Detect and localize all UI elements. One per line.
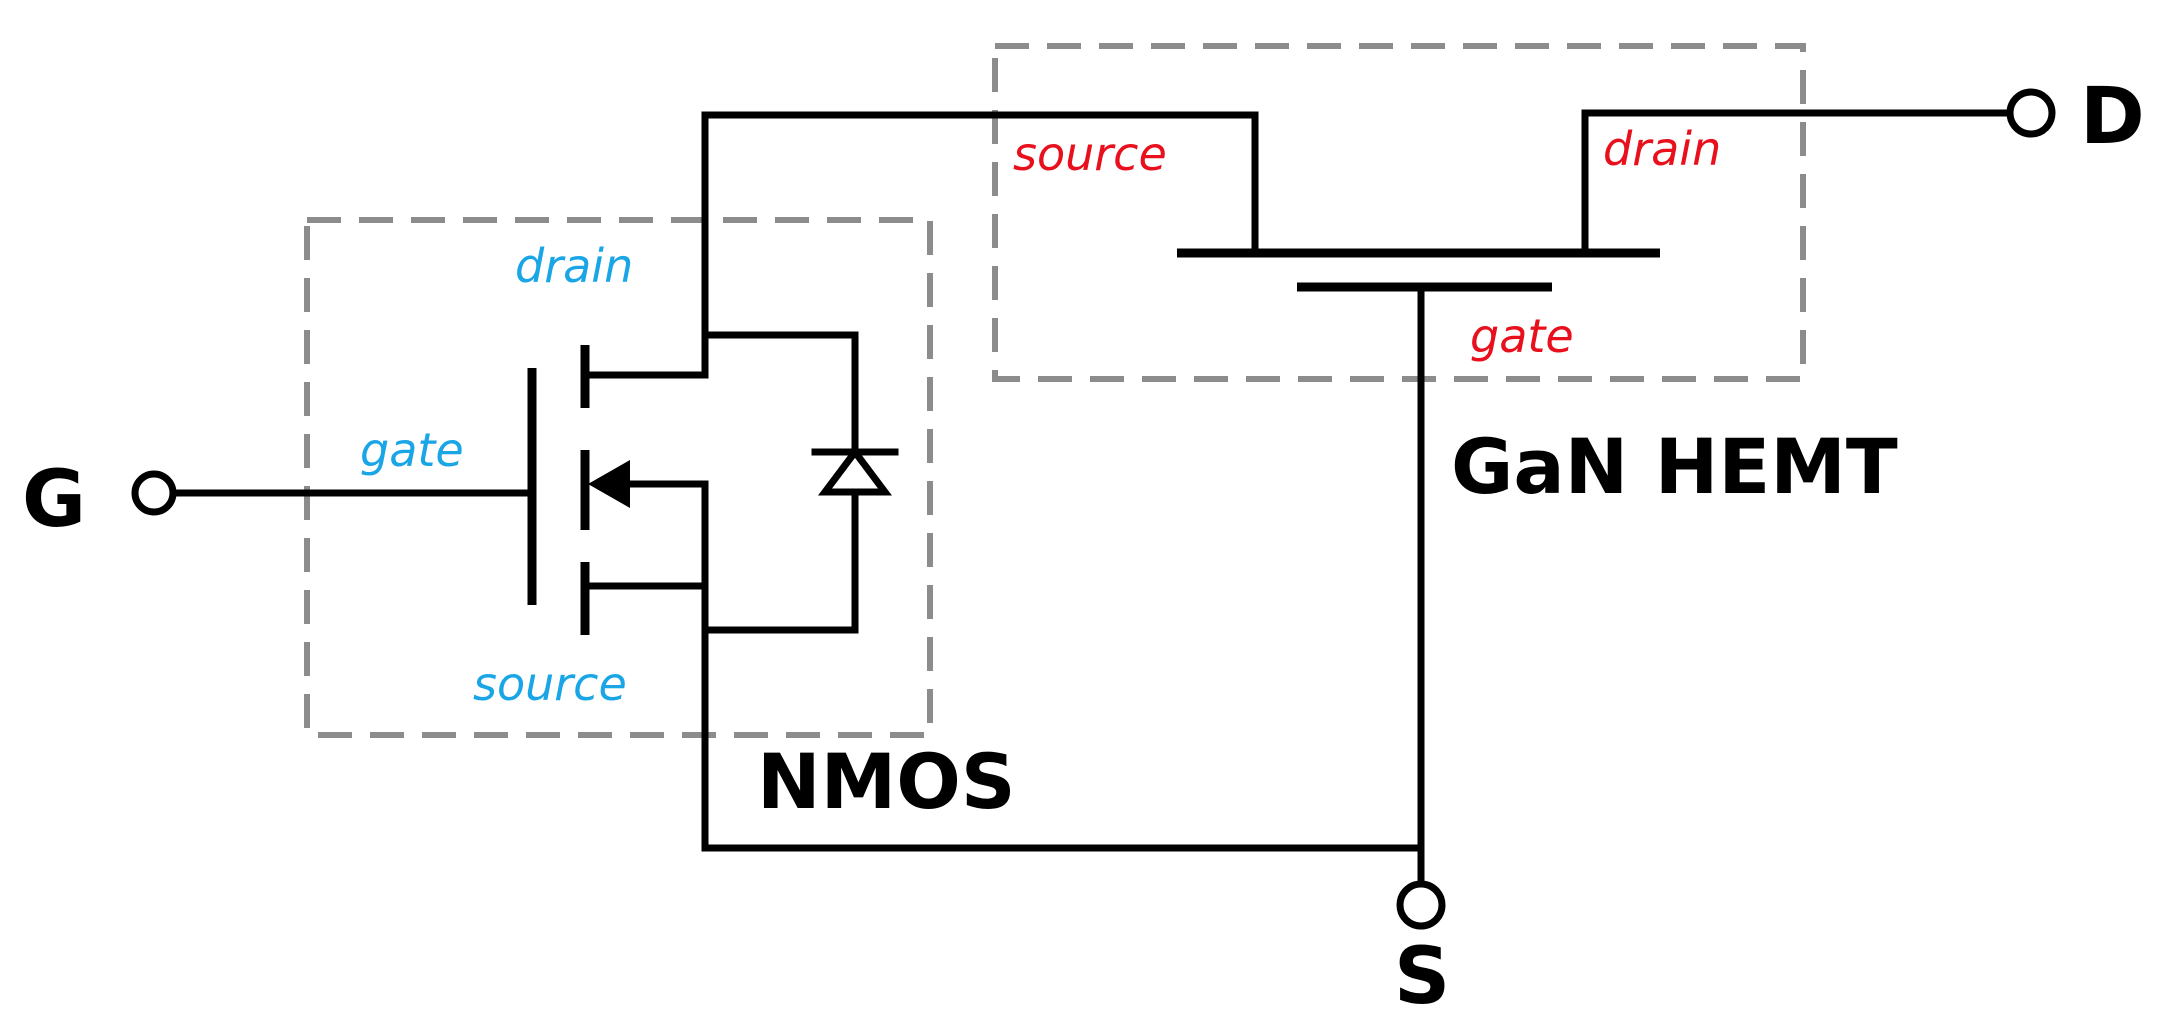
nmos-drain-pin-label: drain: [515, 239, 633, 293]
gate-terminal[interactable]: [131, 470, 177, 516]
gate-terminal-label: G: [22, 455, 86, 545]
nmos-device-label: NMOS: [757, 737, 1016, 826]
nmos-body-arrow-icon: [588, 460, 630, 508]
hemt-drain-wire: [1581, 109, 2011, 257]
source-terminal-label: S: [1394, 932, 1450, 1022]
nmos-drain-lead: [581, 111, 709, 379]
gan-hemt-transistor: [701, 109, 2011, 886]
nmos-source-lead: [581, 582, 709, 852]
gan-drain-pin-label: drain: [1603, 122, 1721, 176]
body-diode-bottom-wire: [701, 488, 859, 634]
body-diode-icon: [818, 446, 892, 496]
nmos-source-pin-label: source: [473, 657, 627, 711]
nmos-gate-pin-label: gate: [360, 423, 464, 477]
gan-hemt-device-label: GaN HEMT: [1451, 422, 1898, 511]
source-terminal[interactable]: [1396, 880, 1446, 930]
drain-terminal[interactable]: [2006, 88, 2056, 138]
gan-source-pin-label: source: [1013, 127, 1167, 181]
gan-gate-pin-label: gate: [1470, 309, 1574, 363]
nmos-transistor: [168, 111, 899, 852]
gan-hemt-boundary-box: [992, 43, 1806, 382]
drain-terminal-label: D: [2080, 72, 2145, 162]
nmos-body-lead: [606, 480, 709, 590]
body-diode-top-wire: [701, 331, 859, 456]
hemt-source-wire: [701, 111, 1259, 257]
